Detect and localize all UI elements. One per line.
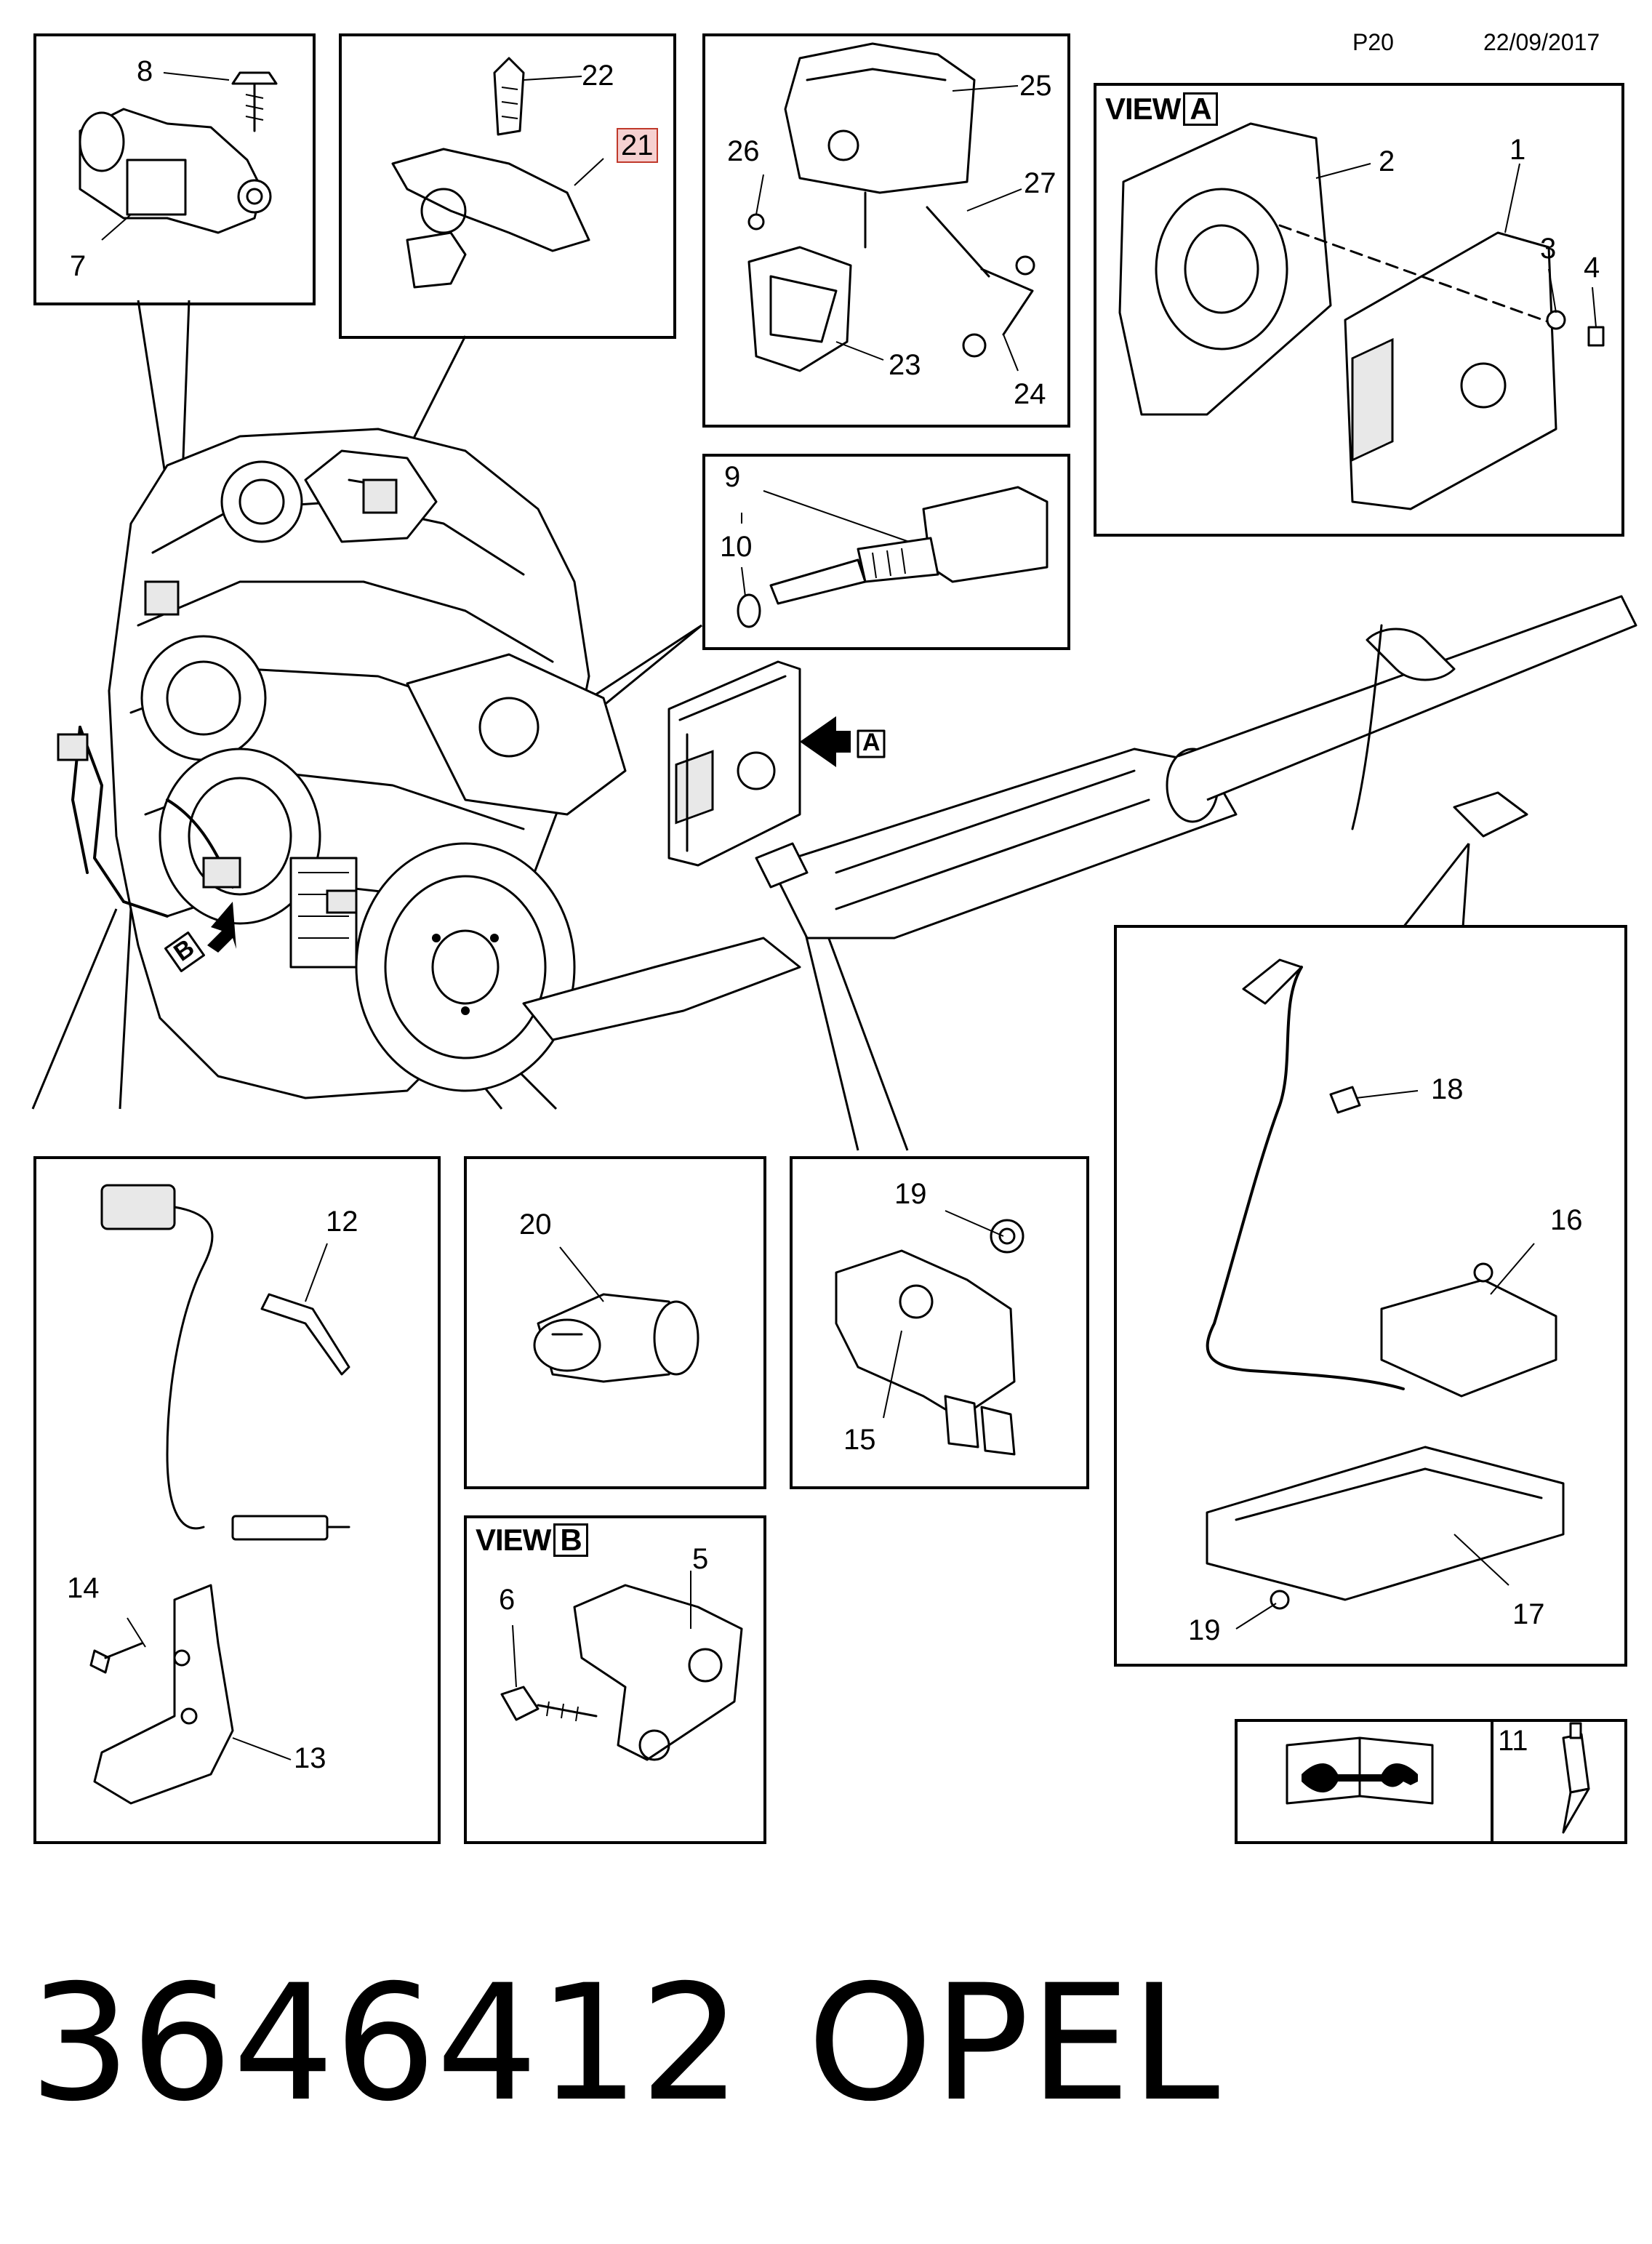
view-a-arrow (800, 716, 886, 767)
view-b-letter: B (553, 1523, 588, 1557)
callout-20: 20 (519, 1209, 552, 1241)
part-number: 3646412 (29, 1950, 742, 2136)
box-12-14-illustration (89, 1184, 350, 1805)
diagram-date: 22/09/2017 (1483, 29, 1600, 55)
callout-22: 22 (582, 60, 614, 92)
box-cam-sensor (339, 33, 676, 339)
box-16-19-illustration (1206, 958, 1565, 1610)
callout-21: 21 (617, 128, 658, 163)
callout-5: 5 (692, 1543, 709, 1575)
view-a-letter: A (1183, 92, 1218, 126)
callout-8: 8 (137, 55, 153, 87)
view-b-word: VIEW (476, 1523, 551, 1557)
box-pressure-module (702, 33, 1070, 428)
callout-27: 27 (1024, 167, 1056, 199)
callout-2: 2 (1379, 145, 1395, 177)
callout-10: 10 (720, 531, 753, 563)
box-9-10-illustration (737, 486, 1048, 628)
brand-name: OPEL (807, 1950, 1220, 2136)
view-a-word: VIEW (1105, 92, 1181, 126)
callout-leaders (101, 72, 1597, 1760)
box-23-27-illustration (747, 42, 1035, 372)
box-21-22-illustration (391, 57, 590, 289)
callout-17: 17 (1512, 1598, 1545, 1630)
callout-24: 24 (1014, 378, 1046, 410)
callout-19-upper: 19 (894, 1178, 927, 1210)
callout-9: 9 (724, 461, 741, 493)
callout-4: 4 (1584, 252, 1600, 284)
box-view-b (464, 1515, 766, 1844)
box-temp-sensor (702, 454, 1070, 650)
callout-21-highlight: 21 (617, 128, 658, 163)
view-b-arrow (164, 902, 236, 972)
callout-16: 16 (1550, 1204, 1583, 1236)
exhaust-dpf-illustration (755, 595, 1637, 939)
callout-7: 7 (70, 250, 87, 282)
box-oil-pressure-switch (464, 1156, 766, 1489)
callout-14: 14 (67, 1572, 100, 1604)
box-15-19-illustration (835, 1219, 1025, 1456)
callout-12: 12 (326, 1206, 358, 1238)
box-legend (1235, 1719, 1627, 1844)
arrow-a-letter: A (862, 729, 881, 756)
callout-13: 13 (294, 1742, 326, 1774)
legend-divider (1491, 1719, 1493, 1844)
callout-18: 18 (1431, 1073, 1464, 1105)
callout-6: 6 (499, 1584, 516, 1616)
page-code: P20 (1352, 29, 1394, 55)
box-exhaust-temp-sensor (33, 1156, 441, 1844)
sealant-tube-icon (1562, 1722, 1590, 1834)
box-diff-pressure-sensor (790, 1156, 1089, 1489)
box-7-8-illustration (79, 71, 278, 234)
box-crank-sensor (33, 33, 316, 305)
callout-19-lower: 19 (1188, 1614, 1221, 1646)
callout-1: 1 (1509, 134, 1526, 166)
callout-23: 23 (889, 349, 921, 381)
box-view-a (1094, 83, 1624, 537)
callout-11: 11 (1498, 1725, 1528, 1757)
box-nox-sensor (1114, 925, 1627, 1667)
callout-26: 26 (727, 135, 760, 167)
callout-15: 15 (843, 1424, 876, 1456)
view-b-illustration (500, 1584, 743, 1761)
box-20-illustration (533, 1293, 699, 1383)
callout-25: 25 (1019, 70, 1052, 102)
view-a-illustration (1118, 122, 1605, 510)
ecu-module-illustration (667, 660, 801, 867)
manual-book-icon (1286, 1736, 1434, 1805)
callout-3: 3 (1540, 233, 1557, 265)
